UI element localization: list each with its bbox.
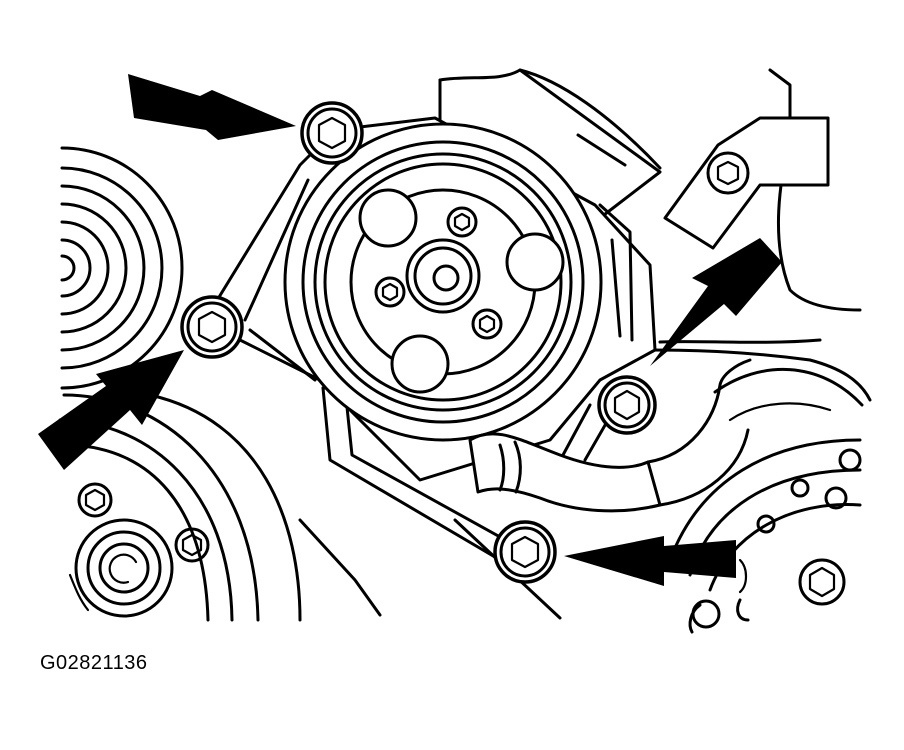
mounting-bolt-right <box>597 375 657 435</box>
mounting-bolt-left <box>180 295 244 359</box>
mounting-bolt-upper-left <box>300 101 364 165</box>
refrigerant-hose <box>468 358 752 513</box>
right-pulley-housing <box>668 438 862 634</box>
clutch-drive-bosses <box>358 188 565 394</box>
clutch-hub-nuts <box>374 206 503 340</box>
small-nut-center <box>174 527 210 563</box>
small-nut-left <box>77 482 113 518</box>
left-pulley <box>60 146 184 390</box>
callout-arrow-lower <box>564 536 736 586</box>
upper-right-bracket <box>663 116 830 250</box>
callout-arrow-left <box>38 350 184 470</box>
clutch-hub <box>405 238 481 314</box>
callout-arrow-right <box>650 238 782 366</box>
callout-arrow-upper-left <box>128 74 296 140</box>
mounting-bolt-lower <box>493 520 557 584</box>
figure-id-label: G02821136 <box>40 652 148 674</box>
